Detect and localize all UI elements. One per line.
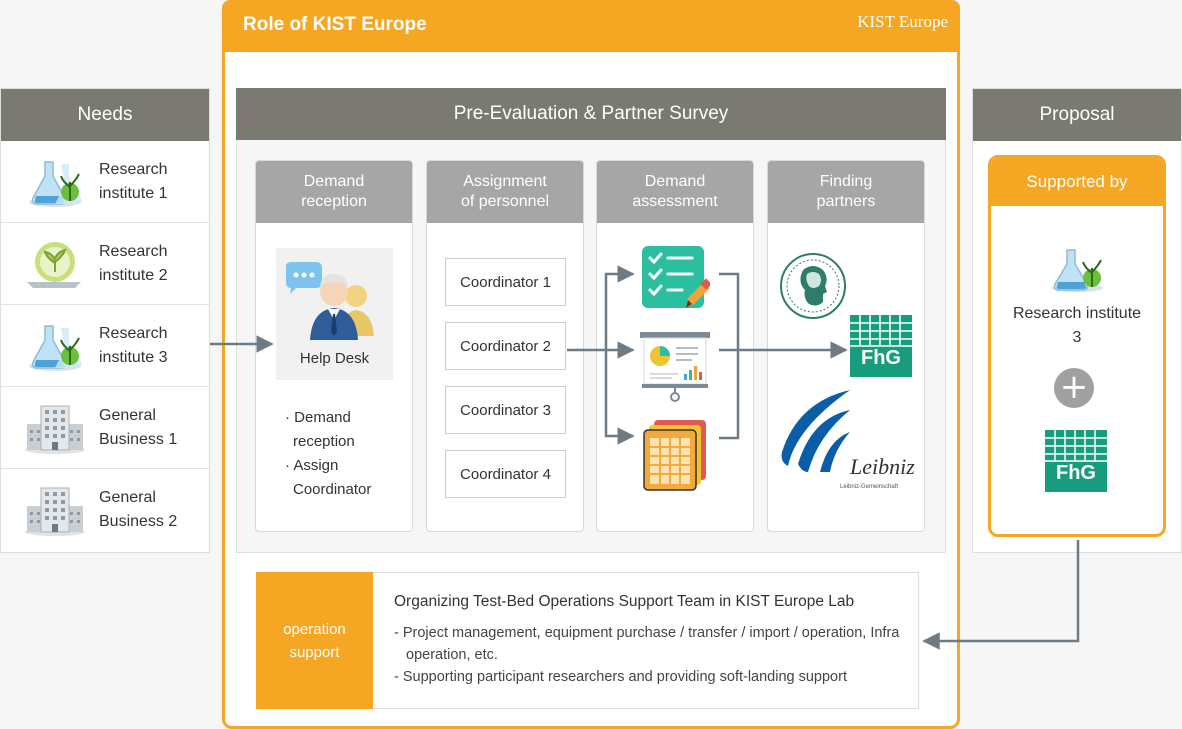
role-header-bar [222,0,960,52]
stage-title: Demand assessment [597,161,753,223]
kist-europe-logo: KIST Europe [857,12,948,31]
need-label: General Business 1 [99,406,178,448]
fhg-text: FhG [1056,462,1096,484]
supported-by-panel: Supported by Research institute 3 + FhG [988,155,1166,537]
needs-header: Needs [1,89,209,141]
stage-title: Demand reception [256,161,412,223]
proposal-header: Proposal [973,89,1181,141]
demand-task-item: · Demand reception [285,409,355,450]
operation-title: Organizing Test-Bed Operations Support T… [394,593,855,610]
coordinator-4[interactable]: Coordinator 4 [445,450,566,498]
need-label: General Business 2 [99,489,178,530]
need-item-research-institute-1[interactable]: Research institute 1 [1,141,209,223]
leibniz-logo: Leibniz Leibniz-Gemeinschaft [840,454,915,490]
need-label: Research institute 2 [99,242,168,284]
flask-plant-icon [29,160,82,207]
needs-column: Needs Research institute 1 Research inst… [0,88,210,553]
stage-title: Assignment of personnel [427,161,583,223]
need-item-research-institute-3[interactable]: Research institute 3 [1,305,209,387]
coordinator-1[interactable]: Coordinator 1 [445,258,566,306]
coordinator-2[interactable]: Coordinator 2 [445,322,566,370]
help-desk-people-icon [286,262,374,340]
need-item-research-institute-2[interactable]: Research institute 2 [1,223,209,305]
flask-plant-icon [29,324,82,371]
supported-by-header: Supported by [991,158,1163,206]
supported-institute-label: Research institute 3 [1012,305,1142,346]
flask-plant-icon [1051,249,1103,292]
max-planck-logo [780,253,846,319]
spreadsheet-stack-icon [643,420,706,491]
coordinator-3[interactable]: Coordinator 3 [445,386,566,434]
office-building-icon [25,405,85,454]
stage-title: Finding partners [768,161,924,223]
pre-evaluation-header: Pre-Evaluation & Partner Survey [236,88,946,140]
office-building-icon [25,487,85,536]
operation-support-tag: operation support [256,572,373,709]
fhg-logo: FhG [1045,430,1107,492]
demand-task-item: · Assign Coordinator [285,457,372,498]
checklist-icon [642,246,710,308]
presentation-chart-icon [640,332,710,402]
branch-down-arrow [604,350,635,445]
need-item-general-business-1[interactable]: General Business 1 [1,387,209,469]
operation-bullet: - Supporting participant researchers and… [394,669,847,685]
fhg-text: FhG [861,347,901,369]
plus-icon: + [1054,368,1094,408]
proposal-to-operation-arrow [922,540,1080,650]
branch-up-arrow [604,265,635,350]
help-desk-label: Help Desk [299,350,370,367]
seedling-globe-icon [27,241,81,288]
need-label: Research institute 3 [99,324,168,366]
role-title: Role of KIST Europe [243,14,427,35]
assessment-bracket [719,272,740,440]
need-label: Research institute 1 [99,160,168,202]
demand-task-list: · Demand reception · Assign Coordinator [285,406,405,502]
need-item-general-business-2[interactable]: General Business 2 [1,469,209,551]
operation-bullet: - Project management, equipment purchase… [394,625,900,663]
fhg-logo: FhG [850,315,912,377]
helmholtz-logo [781,390,850,472]
operation-bullets: - Project management, equipment purchase… [394,622,904,688]
